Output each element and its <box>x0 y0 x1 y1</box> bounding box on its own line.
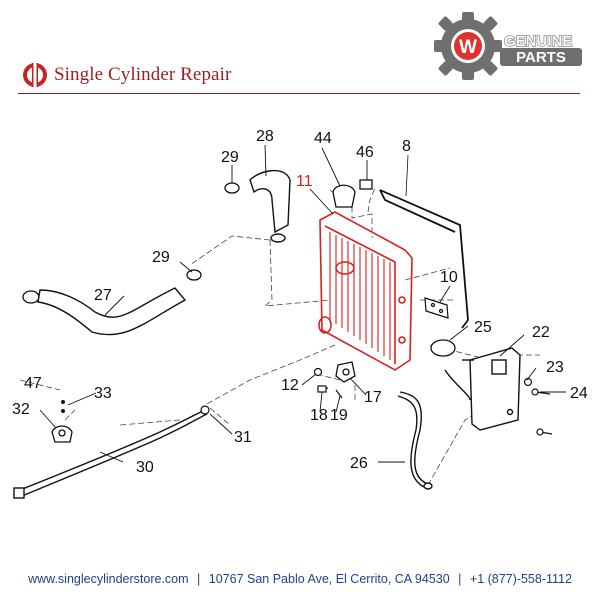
callout-29-upper: 29 <box>221 149 239 166</box>
part-8-seal-frame <box>379 154 469 329</box>
callout-33: 33 <box>94 385 112 402</box>
callout-11-highlighted: 11 <box>296 173 313 190</box>
brand-logo-icon <box>23 63 47 87</box>
footer: www.singlecylinderstore.com | 10767 San … <box>0 572 600 586</box>
callout-10: 10 <box>440 269 458 286</box>
part-31-clamp <box>200 405 210 415</box>
logo-genuine: GENUINE <box>504 33 572 50</box>
part-17-elbow-fitting <box>335 361 356 383</box>
footer-phone[interactable]: +1 (877)-558-1112 <box>469 572 572 586</box>
part-27-lower-hose <box>37 287 187 336</box>
part-32-hose-clip <box>51 425 73 443</box>
callout-27: 27 <box>94 287 112 304</box>
callout-26: 26 <box>350 455 368 472</box>
part-29-hose-clamps <box>22 182 240 304</box>
brand[interactable]: Single Cylinder Repair <box>22 60 231 90</box>
part-46-fitting <box>359 179 373 190</box>
callout-46: 46 <box>356 144 374 161</box>
callout-17: 17 <box>364 389 382 406</box>
callout-19: 19 <box>330 407 348 424</box>
part-33-47-screws <box>61 400 65 413</box>
callout-25: 25 <box>474 319 492 336</box>
callout-47: 47 <box>24 375 42 392</box>
part-30-overflow-hose <box>13 409 208 499</box>
callout-29-lower: 29 <box>152 249 170 266</box>
callout-12: 12 <box>281 377 299 394</box>
part-22-reservoir-tank <box>444 347 521 431</box>
part-25-reservoir-cap <box>430 339 456 357</box>
alignment-lines <box>19 187 540 486</box>
part-23-24-screws <box>523 377 553 436</box>
part-28-upper-hose <box>249 169 291 243</box>
callout-8: 8 <box>402 138 411 155</box>
footer-separator: | <box>458 572 462 586</box>
callout-28: 28 <box>256 128 274 145</box>
callout-18: 18 <box>310 407 328 424</box>
callout-23: 23 <box>546 359 564 376</box>
callout-44: 44 <box>314 130 332 147</box>
footer-website-link[interactable]: www.singlecylinderstore.com <box>28 572 189 586</box>
callout-32: 32 <box>12 401 30 418</box>
footer-address: 10767 San Pablo Ave, El Cerrito, CA 9453… <box>208 572 450 586</box>
genuine-parts-logo: W GENUINE PARTS <box>434 12 582 80</box>
callout-24: 24 <box>570 385 588 402</box>
logo-letter: W <box>459 37 477 58</box>
part-44-radiator-cap <box>332 184 356 208</box>
part-12-18-19-hardware <box>313 367 343 399</box>
header-divider <box>18 93 580 94</box>
callout-31: 31 <box>234 429 252 446</box>
logo-parts: PARTS <box>516 49 566 66</box>
part-10-bracket <box>424 297 449 319</box>
brand-name: Single Cylinder Repair <box>54 64 232 85</box>
callout-30: 30 <box>136 459 154 476</box>
leader-lines <box>39 144 566 463</box>
callout-22: 22 <box>532 324 550 341</box>
footer-separator: | <box>197 572 201 586</box>
part-11-radiator <box>318 211 413 371</box>
part-26-hose <box>397 391 433 490</box>
